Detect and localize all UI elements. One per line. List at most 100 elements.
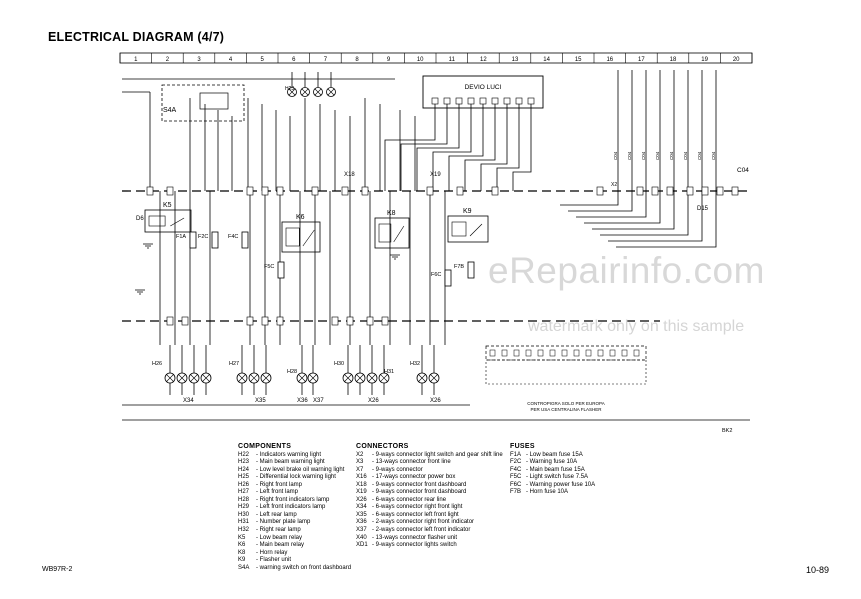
connectors-legend: CONNECTORS X2- 9-ways connector light sw…: [356, 443, 503, 550]
fuses-code: F6C: [510, 481, 522, 488]
c04-wire-label: C04: [655, 151, 660, 160]
column-number: 11: [449, 57, 456, 63]
components-layer: [135, 75, 739, 385]
s4a-switch-body: [199, 92, 229, 110]
connectors-description: - 2-ways connector left front indicator: [372, 527, 471, 534]
connector-pin: [537, 349, 544, 357]
components-code: K6: [238, 542, 246, 549]
connector-pin: [166, 186, 174, 196]
fuses-legend-row: F2C- Warning fuse 10A: [510, 459, 595, 467]
fuses-description: - Warning fuse 10A: [526, 459, 578, 466]
relay-k9-contact: [469, 223, 483, 237]
components-legend-row: H22- Indicators warning light: [238, 452, 351, 460]
lamp-code: H27: [229, 361, 239, 367]
connectors-code: X40: [356, 534, 367, 541]
components-legend-row: H29 - Left front indicators lamp: [238, 504, 351, 512]
components-description: - Low level brake oil warning light: [256, 466, 345, 473]
diode-d6-label: D6: [136, 216, 144, 222]
lower-right-wire: [592, 191, 675, 230]
c04-wire-label: C04: [669, 151, 674, 160]
relay-k9-coil: [451, 221, 467, 237]
relay-k5: [144, 209, 192, 233]
column-number: 17: [638, 57, 645, 63]
devio-wire: [512, 104, 532, 191]
components-code: H25: [238, 474, 250, 481]
fuses-description: - Warning power fuse 10A: [526, 481, 596, 488]
connector-code: X37: [313, 398, 324, 404]
connector-pin: [573, 349, 580, 357]
flasher-note-box: [485, 359, 647, 385]
connector-code: X2: [611, 182, 617, 188]
lower-right-wire: [584, 191, 661, 224]
connectors-description: - 9-ways connector lights switch: [372, 542, 457, 549]
components-code: H23: [238, 459, 250, 466]
connector-pin: [361, 186, 369, 196]
connector-pin: [366, 316, 374, 326]
lamp-cross: [262, 374, 270, 382]
lamp-cross: [250, 374, 258, 382]
connector-pin: [549, 349, 556, 357]
fuses-code: F1A: [510, 451, 522, 458]
components-legend-row: K5- Low beam relay: [238, 535, 351, 543]
lamp-code: H31: [384, 369, 394, 375]
connector-pin: [331, 316, 339, 326]
components-description: - Number plate lamp: [256, 519, 311, 526]
column-number: 9: [387, 57, 391, 63]
connector-code: X18: [344, 172, 355, 178]
connectors-code: X19: [356, 489, 367, 496]
ground-icon: [143, 243, 153, 249]
connector-pin: [597, 349, 604, 357]
fuse-label: F1A: [176, 234, 186, 240]
components-code: H22: [238, 451, 250, 458]
column-number: 8: [355, 57, 359, 63]
fuses-legend-row: F7B- Horn fuse 10A: [510, 489, 595, 497]
ground-icon: [135, 289, 145, 295]
connectors-code: X26: [356, 496, 367, 503]
connector-pin: [491, 186, 499, 196]
components-description: - Left front indicators lamp: [256, 504, 326, 511]
components-code: H32: [238, 527, 250, 534]
components-legend-row: H24- Low level brake oil warning light: [238, 467, 351, 475]
diagram-title: ELECTRICAL DIAGRAM (4/7): [48, 30, 225, 44]
lamp-cross: [327, 88, 335, 96]
connector-pin: [561, 349, 568, 357]
connectors-description: - 13-ways connector flasher unit: [372, 534, 458, 541]
components-legend-row: S4A- warning switch on front dashboard: [238, 565, 351, 573]
components-legend-row: K6- Main beam relay: [238, 542, 351, 550]
connectors-description: - 9-ways connector front dashboard: [372, 489, 467, 496]
components-legend-row: K9- Flasher unit: [238, 557, 351, 565]
components-legend-row: H26- Right front lamp: [238, 482, 351, 490]
connector-pin: [609, 349, 616, 357]
relay-k8-coil: [378, 223, 392, 243]
components-code: H30: [238, 511, 250, 518]
connectors-legend-row: X3- 13-ways connector front line: [356, 459, 503, 467]
components-description: - Low beam relay: [256, 534, 303, 541]
components-description: - warning switch on front dashboard: [256, 564, 352, 571]
connectors-legend-row: X18- 9-ways connector front dashboard: [356, 482, 503, 490]
lamp-code: H30: [334, 361, 344, 367]
components-description: - Horn relay: [256, 549, 288, 556]
document-code: WB97R-2: [42, 566, 73, 573]
c04-wire-label: C04: [711, 151, 716, 160]
connectors-description: - 13-ways connector front line: [372, 459, 451, 466]
connectors-legend-row: X37- 2-ways connector left front indicat…: [356, 527, 503, 535]
relay-k6: [281, 221, 321, 253]
lamp-cross: [202, 374, 210, 382]
relay-k9: [447, 215, 489, 243]
components-description: - Differential lock warning light: [256, 474, 336, 481]
lamp-cross: [356, 374, 364, 382]
fuses-description: - Light switch fuse 7.5A: [526, 474, 589, 481]
components-legend-row: H32- Right rear lamp: [238, 527, 351, 535]
column-number: 2: [166, 57, 170, 63]
components-code: H29: [238, 504, 250, 511]
connectors-code: X16: [356, 474, 367, 481]
lower-right-wire: [560, 191, 619, 206]
column-number: 16: [606, 57, 613, 63]
connectors-description: - 9-ways connector: [372, 466, 423, 473]
connector-pin: [426, 186, 434, 196]
fuses-legend-row: F5C- Light switch fuse 7.5A: [510, 474, 595, 482]
lower-right-wire: [608, 191, 703, 242]
fuses-description: - Main beam fuse 15A: [526, 466, 585, 473]
devio-wire: [464, 104, 496, 191]
